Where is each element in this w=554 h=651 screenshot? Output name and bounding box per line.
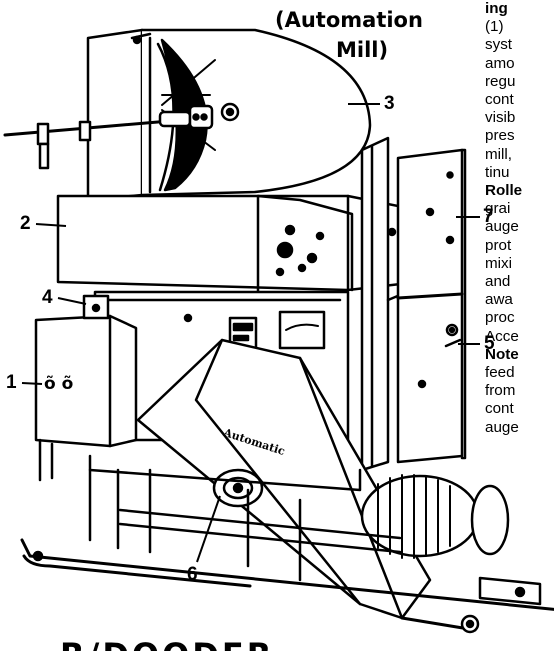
side-text-line: cont: [485, 91, 514, 109]
side-text-line: Acce: [485, 327, 519, 345]
side-text-line: syst: [485, 36, 513, 54]
pulley: [212, 468, 264, 508]
side-text-line: mill,: [485, 145, 512, 163]
side-text-line: feed: [485, 364, 515, 382]
side-text-line: and: [485, 273, 511, 291]
fan-housing: [86, 28, 372, 202]
callout-3: 3: [384, 93, 395, 114]
side-text-line: Note: [485, 345, 519, 363]
side-text-line: prot: [485, 236, 512, 254]
control-box: [34, 294, 138, 482]
side-text-line: pres: [485, 127, 515, 145]
side-text-line: ing: [485, 0, 508, 17]
control-box-label: õ õ: [44, 374, 74, 394]
side-text-line: cont: [485, 400, 514, 418]
side-text-line: auge: [485, 418, 519, 436]
base-skid: [20, 454, 554, 611]
title-line-2: Mill): [336, 38, 389, 62]
callout-5: 5: [484, 333, 495, 354]
feeder-cabinet: [396, 148, 467, 464]
side-text-line: (1): [485, 18, 504, 36]
callout-6: 6: [187, 564, 198, 585]
callout-7: 7: [483, 206, 494, 227]
side-text-line: amo: [485, 54, 515, 72]
side-text-line: mixi: [485, 254, 512, 272]
callout-1: 1: [6, 372, 17, 393]
side-text-line: awa: [485, 291, 513, 309]
callout-4: 4: [42, 287, 53, 308]
vertical-post: [360, 136, 402, 472]
side-text-line: proc: [485, 309, 515, 327]
side-text-line: grai: [485, 200, 511, 218]
callout-2: 2: [20, 213, 31, 234]
title-line-1: (Automation: [275, 8, 423, 32]
control-rod: [3, 104, 214, 170]
side-text-line: Rolle: [485, 182, 523, 200]
page-footer-heading: R/DOODER: [60, 636, 274, 651]
side-text-line: visib: [485, 109, 516, 127]
side-text-line: tinu: [485, 163, 510, 181]
side-text-line: regu: [485, 72, 516, 90]
side-text-line: from: [485, 382, 516, 400]
side-text-line: auge: [485, 218, 519, 236]
